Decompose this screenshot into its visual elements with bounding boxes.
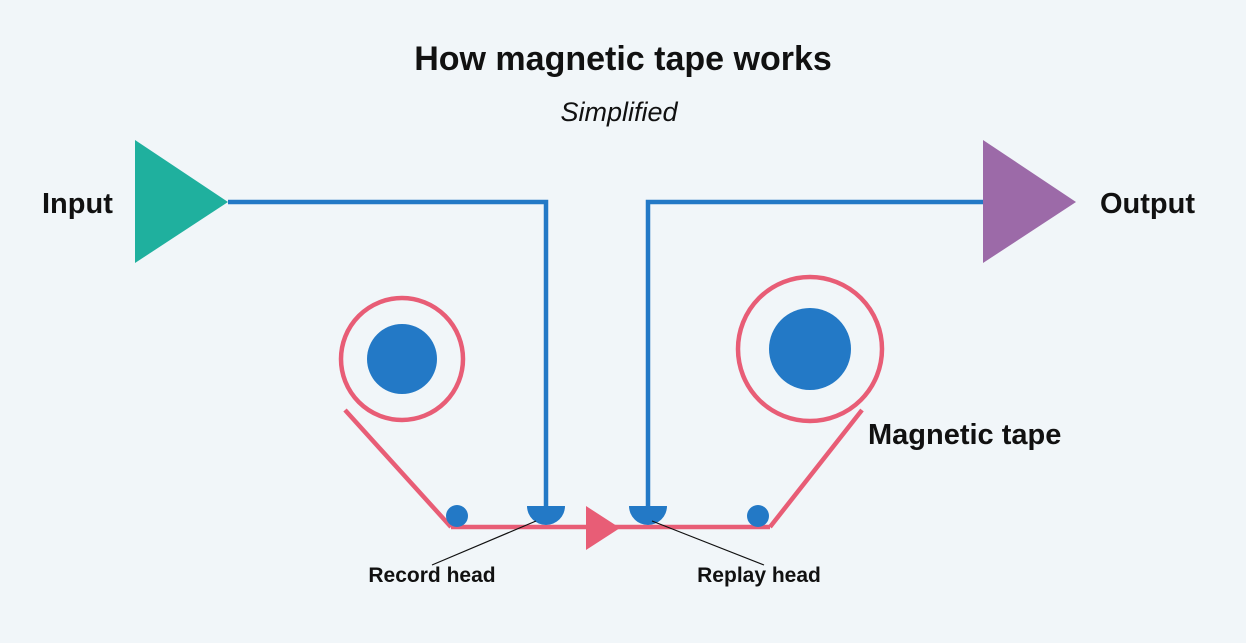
- right-guide-roller: [747, 505, 769, 527]
- record-head: [527, 506, 565, 525]
- output-amplifier-triangle: [983, 140, 1076, 263]
- replay-head-label: Replay head: [697, 564, 821, 587]
- record-head-leader-line: [431, 520, 537, 566]
- output-label: Output: [1100, 188, 1195, 220]
- input-label: Input: [42, 188, 113, 220]
- tape-left-run: [343, 408, 453, 529]
- left-reel-outline: [338, 295, 466, 423]
- record-head-label: Record head: [368, 564, 495, 587]
- right-reel-outline: [735, 274, 885, 424]
- replay-head-leader-line: [651, 520, 765, 566]
- diagram-subtitle: Simplified: [560, 97, 678, 127]
- diagram-title: How magnetic tape works: [414, 40, 832, 78]
- input-amplifier-triangle: [135, 140, 228, 263]
- input-signal-wire: [228, 199, 549, 506]
- magnetic-tape-label: Magnetic tape: [868, 419, 1061, 451]
- tape-right-run: [768, 408, 864, 529]
- right-reel-hub: [769, 308, 851, 390]
- tape-direction-arrow: [586, 506, 620, 550]
- output-signal-wire: [645, 199, 983, 506]
- left-guide-roller: [446, 505, 468, 527]
- replay-head: [629, 506, 667, 525]
- left-reel-hub: [367, 324, 437, 394]
